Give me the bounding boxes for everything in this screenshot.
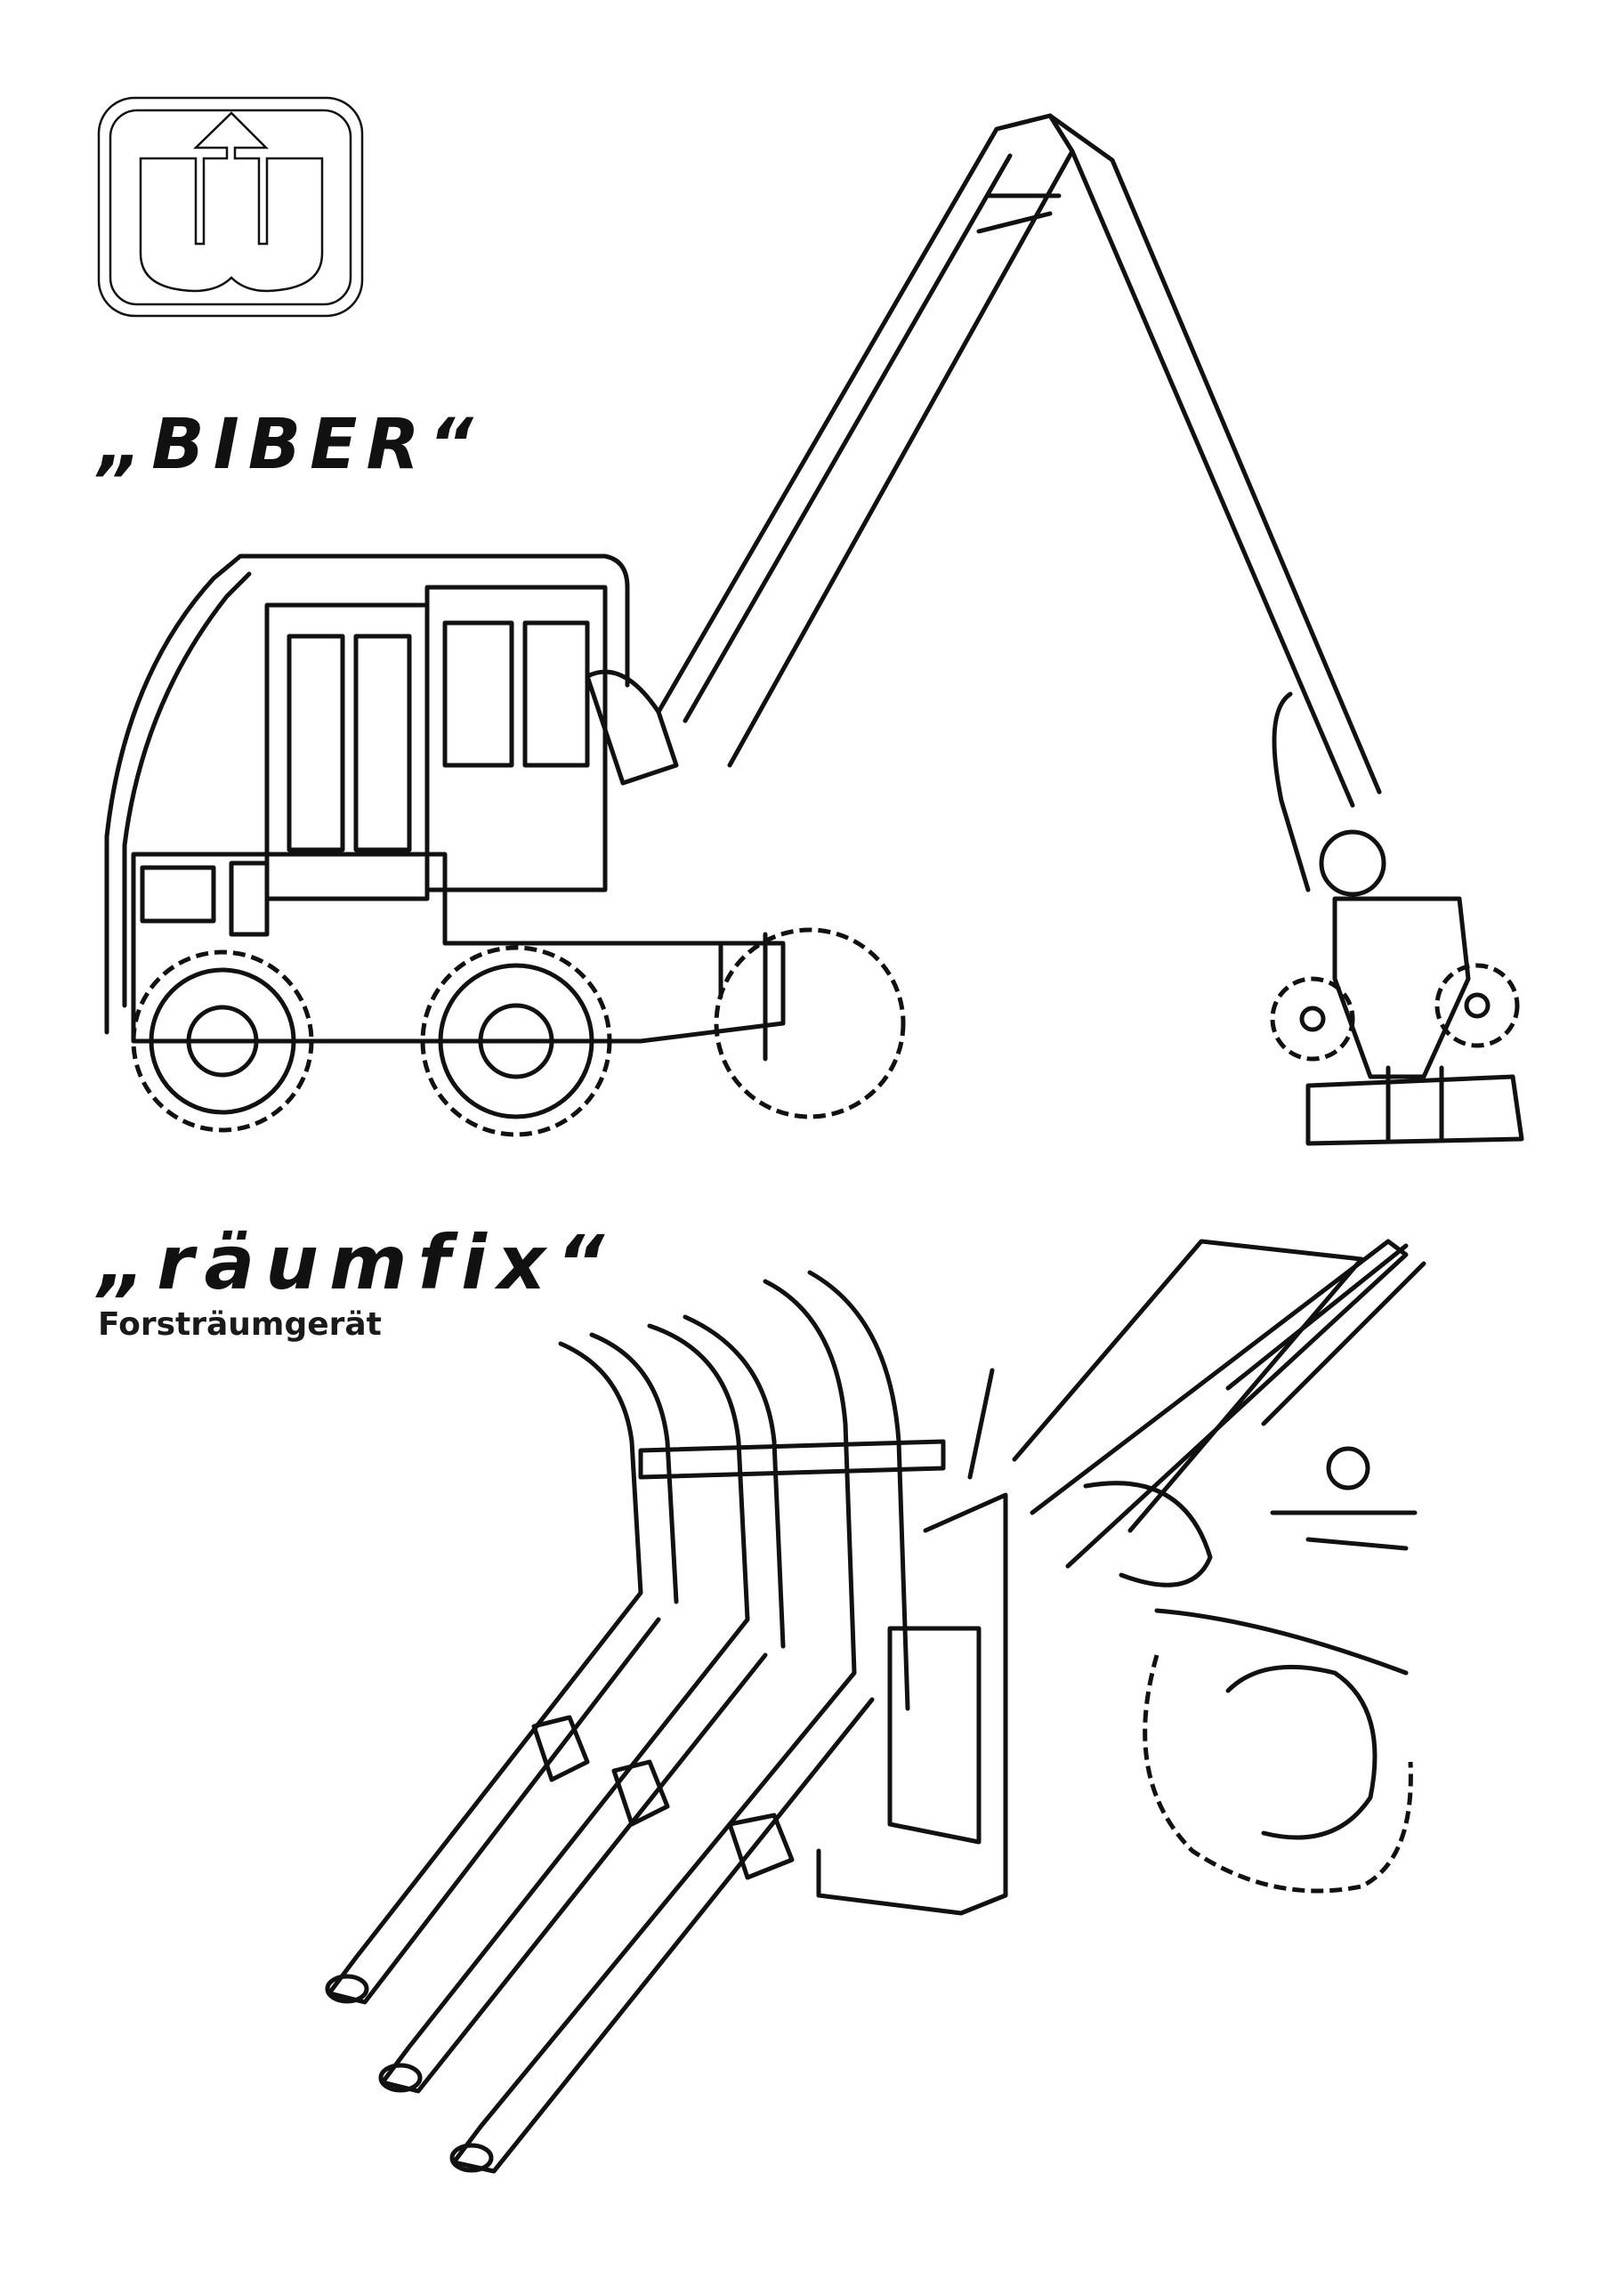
- company-logo: [97, 96, 364, 318]
- raeumfix-subtitle: Forsträumgerät: [98, 1306, 382, 1343]
- biber-product-title: „BIBER“: [98, 405, 482, 485]
- raeumfix-product-title: „räumfix“: [98, 1219, 616, 1306]
- raeumfix-forestry-rake-drawing: [325, 1239, 1426, 2174]
- biber-harvester-drawing: [104, 113, 1524, 1146]
